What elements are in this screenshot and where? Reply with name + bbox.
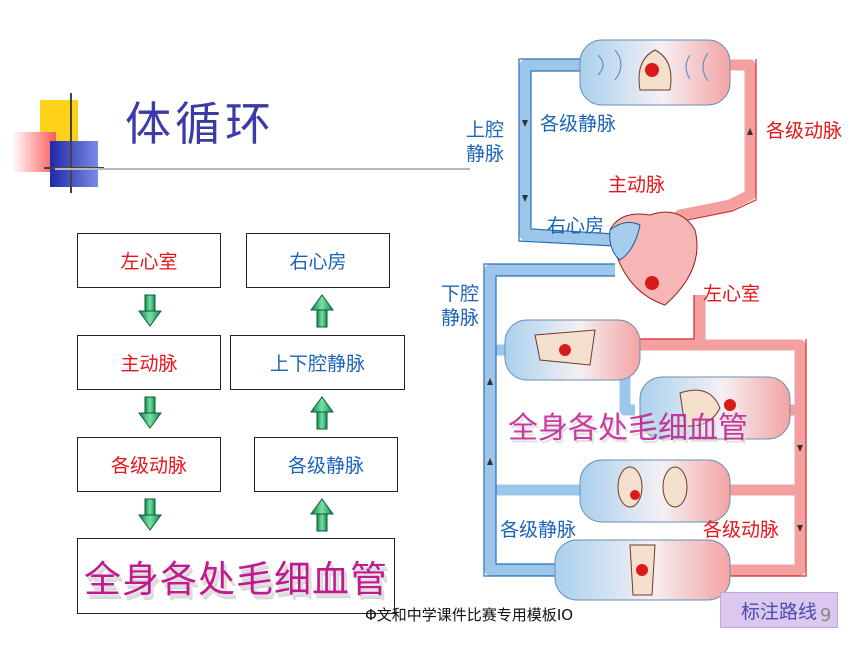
arrow-down-2 xyxy=(138,396,162,429)
footer-main: Φ文和中学课件比赛专用模板 xyxy=(365,606,557,624)
label-veins-bottom: 各级静脉 xyxy=(500,519,577,541)
label-left-ventricle: 左心室 xyxy=(703,283,761,305)
label-lower-vena-cava: 下腔 静脉 xyxy=(441,283,480,329)
page-number: 9 xyxy=(820,605,832,626)
capillary-bed-legs xyxy=(554,539,731,601)
arrow-up-2 xyxy=(310,396,334,430)
label-upper-vena-cava: 上腔 静脉 xyxy=(466,119,505,165)
annotate-route-label: 标注路线 xyxy=(740,600,817,623)
arrow-up-3 xyxy=(310,498,334,532)
label-aorta: 主动脉 xyxy=(608,174,666,196)
title-decoration-red xyxy=(12,132,56,172)
page-title: 体循环 xyxy=(125,97,275,151)
arrow-up-1 xyxy=(310,294,334,328)
vein-outline xyxy=(483,58,616,577)
capillary-bed-liver xyxy=(504,319,641,381)
title-decoration-blue xyxy=(50,141,98,187)
capillary-bed-stomach xyxy=(639,376,791,440)
box-capillaries: 全身各处毛细血管 xyxy=(77,538,395,614)
title-decoration-line xyxy=(70,93,72,193)
box-left-ventricle: 左心室 xyxy=(77,233,221,288)
circulation-diagram xyxy=(483,39,807,601)
box-aorta: 主动脉 xyxy=(77,335,221,390)
heart-icon xyxy=(609,211,698,306)
label-arteries-top: 各级动脉 xyxy=(766,120,843,142)
capillaries-label: 全身各处毛细血管 xyxy=(84,558,388,601)
label-arteries-bottom: 各级动脉 xyxy=(703,519,780,541)
capillary-bed-head xyxy=(579,39,731,106)
capillary-bed-kidney xyxy=(579,459,731,523)
annotate-route-button[interactable]: 标注路线 xyxy=(720,592,838,628)
footer-suffix: IO xyxy=(556,606,574,624)
label-right-atrium: 右心房 xyxy=(547,215,605,237)
vein-network xyxy=(484,59,635,576)
arrow-down-1 xyxy=(138,294,162,327)
box-veins: 各级静脉 xyxy=(254,437,398,492)
box-arteries: 各级动脉 xyxy=(77,437,221,492)
title-underline xyxy=(55,168,470,170)
label-veins-top: 各级静脉 xyxy=(540,113,617,135)
pipe-flow-arrows xyxy=(487,120,803,532)
capillaries-watermark: 全身各处毛细血管 xyxy=(508,411,748,446)
box-vena-cava: 上下腔静脉 xyxy=(230,335,405,390)
arrow-down-3 xyxy=(138,498,162,531)
footer-text: Φ文和中学课件比赛专用模板IO xyxy=(365,604,573,625)
box-right-atrium: 右心房 xyxy=(246,233,390,288)
